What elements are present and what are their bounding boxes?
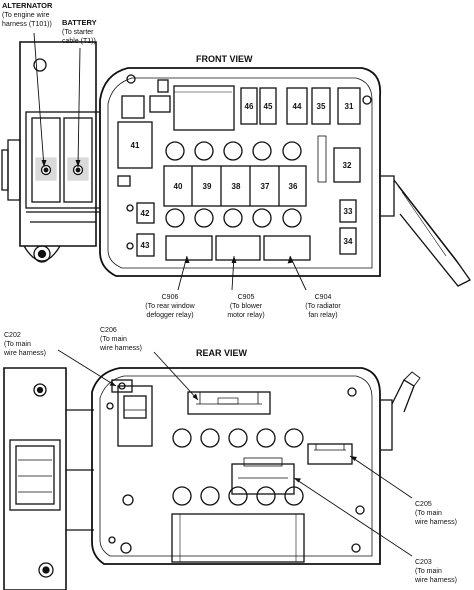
alternator-name: ALTERNATOR — [2, 1, 53, 10]
c206-desc-1: (To main — [100, 336, 127, 343]
c205-name: C205 — [415, 501, 432, 508]
front-view — [1, 41, 471, 287]
front-fuse-labels: 41 46 45 44 35 31 40 39 38 37 36 32 33 3… — [131, 102, 354, 250]
fuse-label-46: 46 — [245, 102, 254, 111]
rear-leader-lines — [57, 349, 413, 557]
fuse-label-33: 33 — [344, 207, 353, 216]
c904-desc-1: (To radiator — [305, 303, 341, 310]
c905-desc-1: (To blower — [230, 303, 263, 310]
fuse-label-34: 34 — [344, 237, 353, 246]
c202-desc-1: (To main — [4, 341, 31, 348]
c205-desc-2: wire harness) — [414, 519, 457, 526]
fuse-label-42: 42 — [141, 209, 150, 218]
fuse-label-44: 44 — [293, 102, 302, 111]
c905-desc-2: motor relay) — [227, 312, 264, 319]
battery-name: BATTERY — [62, 18, 97, 27]
alternator-desc-2: harness (T101)) — [2, 21, 52, 28]
fuse-label-40: 40 — [174, 182, 183, 191]
fuse-label-41: 41 — [131, 141, 140, 150]
c904-desc-2: fan relay) — [308, 312, 337, 319]
fuse-label-39: 39 — [203, 182, 212, 191]
fuse-label-36: 36 — [289, 182, 298, 191]
fuse-label-45: 45 — [264, 102, 273, 111]
c906-desc-1: (To rear window — [145, 303, 195, 310]
c206-name: C206 — [100, 327, 117, 334]
c203-desc-1: (To main — [415, 568, 442, 575]
fuse-label-35: 35 — [317, 102, 326, 111]
front-view-title: FRONT VIEW — [196, 54, 253, 64]
c905-name: C905 — [238, 294, 255, 301]
c906-name: C906 — [162, 294, 179, 301]
fuse-label-43: 43 — [141, 241, 150, 250]
rear-leader-arrows — [109, 381, 357, 483]
c203-desc-2: wire harness) — [414, 577, 457, 584]
battery-desc-1: (To starter — [62, 29, 94, 36]
fuse-label-37: 37 — [261, 182, 270, 191]
c203-name: C203 — [415, 559, 432, 566]
c904-name: C904 — [315, 294, 332, 301]
rear-view-title: REAR VIEW — [196, 348, 248, 358]
fuse-label-38: 38 — [232, 182, 241, 191]
c202-name: C202 — [4, 332, 21, 339]
alternator-desc-1: (To engine wire — [2, 12, 50, 19]
battery-desc-2: cable (T1)) — [62, 38, 96, 45]
fuse-label-32: 32 — [343, 161, 352, 170]
c202-desc-2: wire harness) — [3, 350, 46, 357]
front-leader-arrows — [41, 160, 293, 264]
c206-desc-2: wire harness) — [99, 345, 142, 352]
front-callouts: ALTERNATOR (To engine wire harness (T101… — [2, 1, 341, 319]
rear-callouts: C202 (To main wire harness) C206 (To mai… — [3, 327, 457, 584]
c205-desc-1: (To main — [415, 510, 442, 517]
c906-desc-2: defogger relay) — [146, 312, 193, 319]
fuse-label-31: 31 — [345, 102, 354, 111]
rear-view — [3, 367, 421, 590]
